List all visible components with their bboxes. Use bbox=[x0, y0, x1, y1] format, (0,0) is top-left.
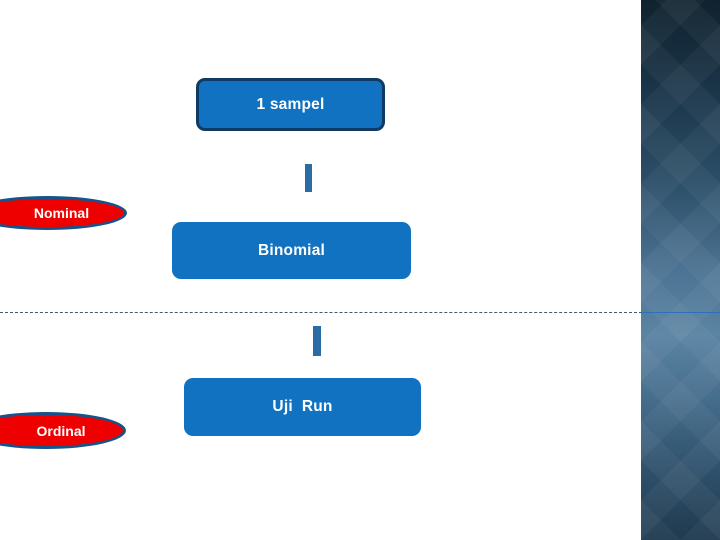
section-divider-dashed bbox=[0, 312, 642, 313]
diamond-pattern-overlay bbox=[641, 0, 720, 540]
callout-nominal[interactable]: Nominal bbox=[0, 196, 127, 230]
side-decoration-panel bbox=[641, 0, 720, 540]
node-1-sampel[interactable]: 1 sampel bbox=[196, 78, 385, 131]
section-divider-solid-segment bbox=[641, 312, 720, 313]
node-binomial[interactable]: Binomial bbox=[172, 222, 411, 279]
callout-ordinal[interactable]: Ordinal bbox=[0, 412, 126, 449]
node-uji-run[interactable]: Uji Run bbox=[184, 378, 421, 436]
connector-sampel-binomial bbox=[305, 164, 312, 192]
connector-binomial-ujirun bbox=[313, 326, 321, 356]
